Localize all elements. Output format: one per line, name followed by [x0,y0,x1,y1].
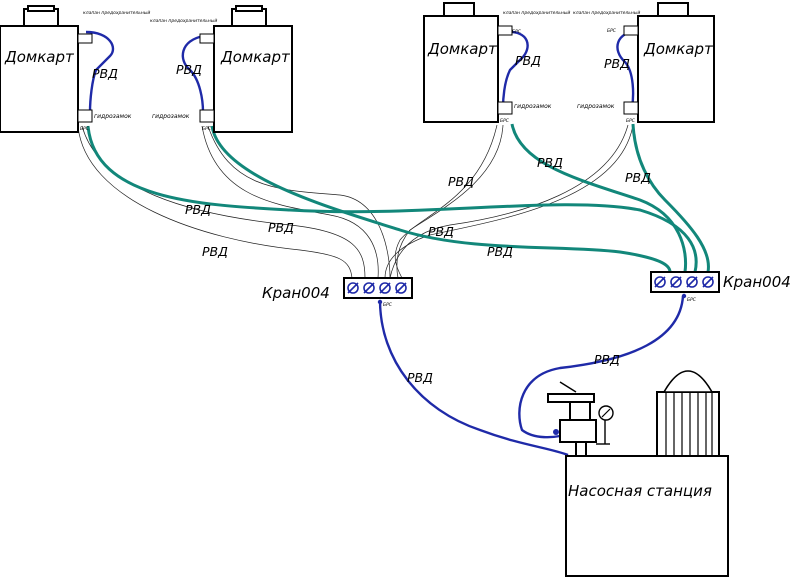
motor-fan-icon [662,370,714,393]
valve-handle-icon [654,276,714,288]
valve-label: гидрозамок [514,103,552,110]
hose-label: РВД [625,170,651,185]
hose-label: РВД [185,202,211,217]
teal-hoses [86,123,710,273]
hose-label: РВД [268,220,294,235]
note-label: клапан предохранительный [83,10,150,16]
blue-hoses [85,28,685,457]
hose-label: РВД [407,370,433,385]
hose-label: РВД [487,244,513,259]
port-label: БРС [687,297,697,303]
pump-label: Насосная станция [568,482,712,500]
lock-valve-icon [199,109,215,123]
jack-label: Домкарт [427,40,498,58]
jack-label: Домкарт [4,48,75,66]
hose-label: РВД [202,244,228,259]
jack-2: Домкарт РВД гидрозамок клапан предохрани… [150,5,293,133]
relief-valve-icon [199,33,215,44]
jack-4: Домкарт РВД гидрозамок клапан предохрани… [573,2,715,124]
valve-handle-icon [347,282,407,294]
note-label: клапан предохранительный [150,18,217,24]
hose-labels: РВД РВД РВД РВД РВД РВД РВД РВД РВД РВД [185,155,651,385]
jack-3: Домкарт РВД гидрозамок клапан предохрани… [423,2,570,124]
hose-label: РВД [604,56,630,71]
jack-1: Домкарт РВД гидрозамок клапан предохрани… [0,5,150,133]
note-label: клапан предохранительный [503,10,570,16]
port-label-2: БРС [626,118,636,124]
lock-valve-icon [623,101,639,115]
thin-hoses [77,124,634,279]
jack-label: Домкарт [220,48,291,66]
hose-label: РВД [428,224,454,239]
port-label: БРС [80,126,90,132]
port-label-2: БРС [500,118,510,124]
port-label: БРС [607,28,617,34]
hose-label: РВД [537,155,563,170]
hose-label: РВД [448,174,474,189]
hose-label: РВД [92,66,118,81]
relief-valve-icon [77,33,93,44]
valve-label: гидрозамок [94,113,132,120]
port-label: БРС [512,29,522,35]
relief-valve-icon [497,25,513,36]
relief-valve-icon [623,25,639,36]
hose-label: РВД [515,53,541,68]
valve-label: гидрозамок [577,103,615,110]
valve-manifold-1: Кран004 БРС [262,277,413,308]
jack-label: Домкарт [643,40,714,58]
distributor-icon [547,393,595,403]
port-label: БРС [383,302,393,308]
valve-label: Кран004 [723,273,791,291]
valve-label: гидрозамок [152,113,190,120]
valve-manifold-2: Кран004 БРС [650,271,791,303]
valve-label: Кран004 [262,284,330,302]
note-label: клапан предохранительный [573,10,640,16]
lock-valve-icon [497,101,513,115]
pump-station: Насосная станция [547,370,729,577]
lock-valve-icon [77,109,93,123]
port-label: БРС [202,126,212,132]
hose-label: РВД [594,352,620,367]
hose-label: РВД [176,62,202,77]
